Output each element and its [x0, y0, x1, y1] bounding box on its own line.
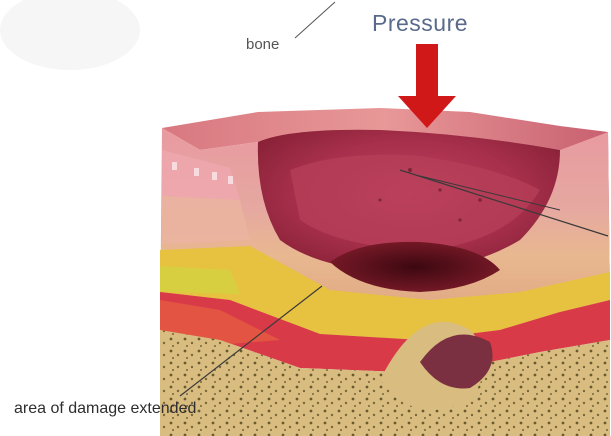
bone-label: bone [246, 36, 279, 53]
damage-area-label: area of damage extended [14, 400, 196, 418]
pressure-label: Pressure [372, 10, 468, 37]
